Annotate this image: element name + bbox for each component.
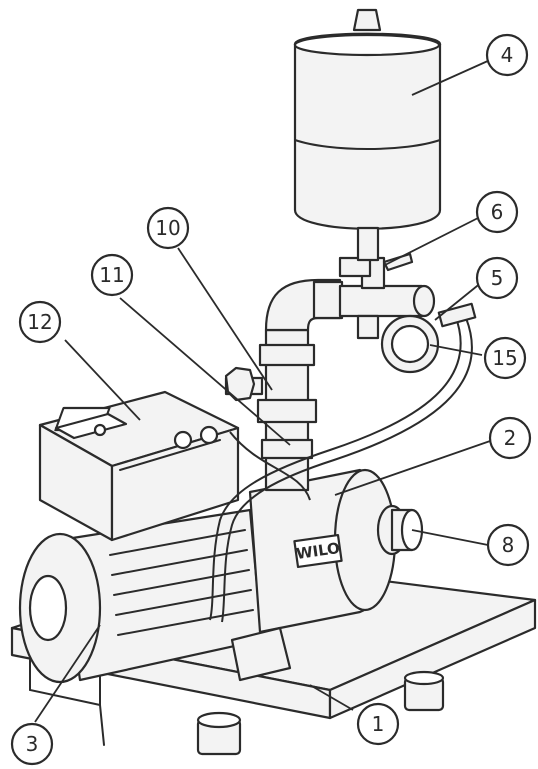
callout-10: 11 (90, 253, 134, 297)
callout-3: 3 (10, 722, 54, 766)
callout-6: 6 (475, 190, 519, 234)
power-cable (229, 431, 311, 501)
callout-15: 15 (483, 336, 527, 380)
control-unit (38, 390, 240, 542)
callout-5-label: 5 (491, 266, 504, 290)
callout-15-label: 15 (492, 346, 517, 370)
callout-12: 12 (18, 300, 62, 344)
callout-5: 5 (475, 256, 519, 300)
callout-8: 8 (486, 523, 530, 567)
callout-11-label: 10 (155, 216, 180, 240)
pressure-hose (209, 302, 477, 623)
callout-10-label: 11 (99, 263, 124, 287)
callout-4: 4 (485, 33, 529, 77)
callout-11: 10 (146, 206, 190, 250)
riser-pipe (256, 278, 344, 492)
pressure-gauge (356, 314, 440, 374)
foot-right (403, 670, 445, 712)
valve-handle (224, 366, 264, 402)
pump-housing: WILO (230, 468, 397, 682)
callout-4-label: 4 (501, 43, 514, 67)
callout-1-label: 1 (372, 712, 385, 736)
brand-logo: WILO (295, 539, 341, 563)
motor (18, 508, 264, 684)
callout-12-label: 12 (27, 310, 52, 334)
callout-2-label: 2 (504, 426, 517, 450)
callout-8-label: 8 (502, 533, 515, 557)
manifold (338, 252, 436, 318)
callout-2: 2 (488, 416, 532, 460)
pressure-vessel (293, 8, 442, 262)
leader-lines (34, 59, 494, 723)
callout-1: 1 (356, 702, 400, 746)
foot-left (196, 711, 242, 756)
callout-6-label: 6 (491, 200, 504, 224)
callout-3-label: 3 (26, 732, 39, 756)
